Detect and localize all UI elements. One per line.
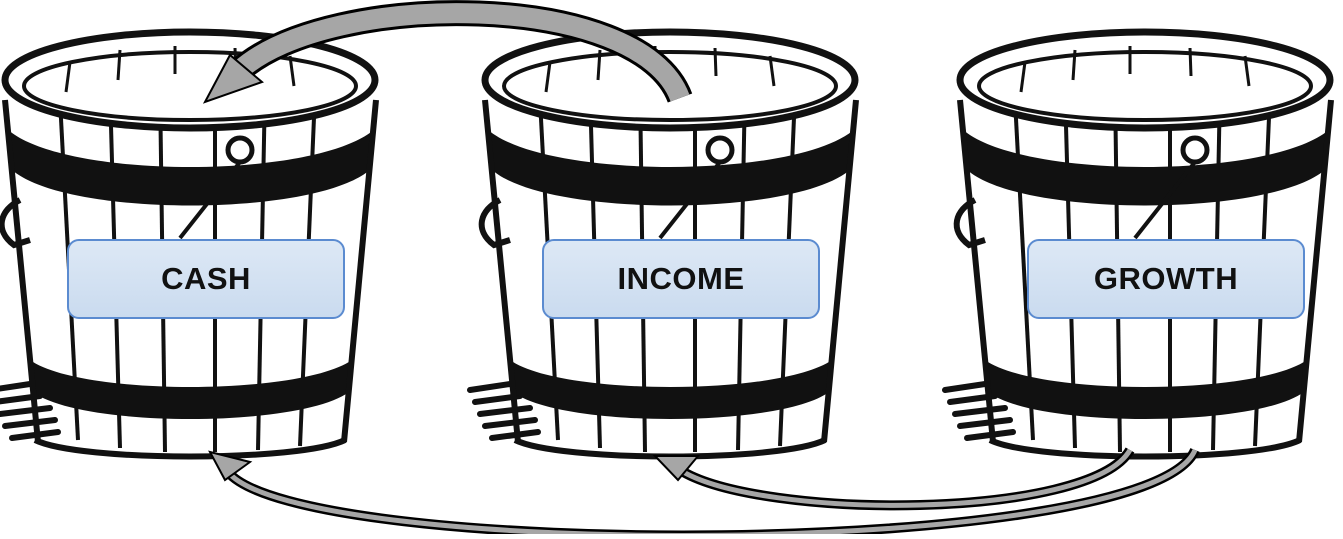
- cash-label-box: CASH: [67, 239, 345, 319]
- growth-label-box: GROWTH: [1027, 239, 1305, 319]
- growth-label: GROWTH: [1094, 261, 1238, 297]
- income-label: INCOME: [618, 261, 745, 297]
- income-label-box: INCOME: [542, 239, 820, 319]
- cash-label: CASH: [161, 261, 251, 297]
- arrow-growth-to-income: [655, 450, 1130, 505]
